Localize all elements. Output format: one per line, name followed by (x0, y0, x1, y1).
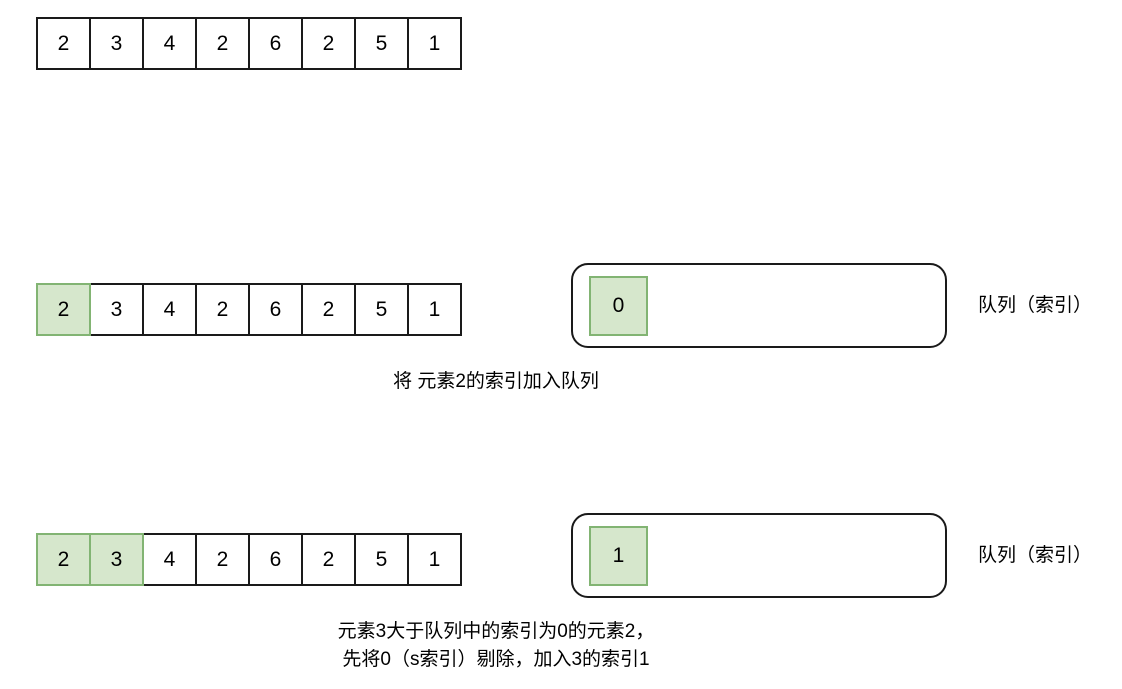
array-cell: 2 (195, 17, 250, 70)
array-cell: 3 (89, 17, 144, 70)
array-cell: 3 (89, 283, 144, 336)
array-cell: 1 (407, 533, 462, 586)
caption-step2: 元素3大于队列中的索引为0的元素2， 先将0（s索引）剔除，加入3的索引1 (296, 618, 696, 674)
queue-box-step1: 0 (571, 263, 947, 348)
caption-line: 将 元素2的索引加入队列 (393, 371, 599, 392)
array-cell: 2 (36, 533, 91, 586)
queue-item: 1 (589, 525, 648, 586)
queue-label-step1: 队列（索引） (978, 295, 1093, 316)
array-cell: 2 (301, 283, 356, 336)
array-cell: 4 (142, 533, 197, 586)
array-cell: 2 (195, 533, 250, 586)
array-cell: 2 (301, 17, 356, 70)
caption-step1: 将 元素2的索引加入队列 (296, 368, 696, 396)
array-cell: 5 (354, 17, 409, 70)
array-cell: 3 (89, 533, 144, 586)
queue-label-step2: 队列（索引） (978, 545, 1093, 566)
array-cell: 1 (407, 283, 462, 336)
array-cell: 2 (301, 533, 356, 586)
array-cell: 4 (142, 17, 197, 70)
array-cell: 6 (248, 533, 303, 586)
array-cell: 1 (407, 17, 462, 70)
array-cell: 5 (354, 533, 409, 586)
array-cell: 5 (354, 283, 409, 336)
array-cell: 2 (195, 283, 250, 336)
caption-line: 元素3大于队列中的索引为0的元素2， (337, 621, 655, 642)
array-cell: 2 (36, 283, 91, 336)
array-cell: 4 (142, 283, 197, 336)
array-cell: 6 (248, 283, 303, 336)
array-cell: 2 (36, 17, 91, 70)
caption-line: 先将0（s索引）剔除，加入3的索引1 (342, 649, 650, 670)
array-cell: 6 (248, 17, 303, 70)
queue-item: 0 (589, 275, 648, 336)
queue-box-step2: 1 (571, 513, 947, 598)
